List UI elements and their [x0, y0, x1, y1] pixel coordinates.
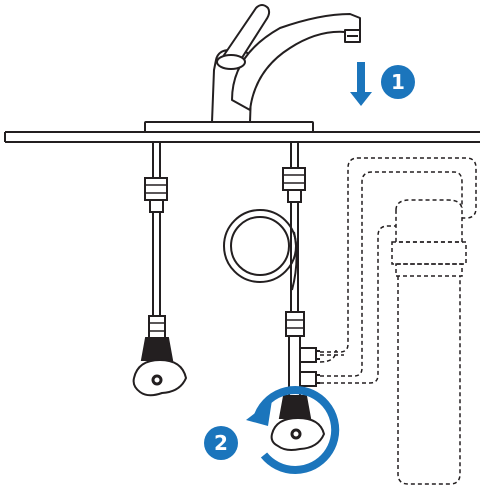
left-shutoff-valve-body: [140, 337, 174, 361]
arrow-down-icon: [350, 62, 372, 106]
faucet-lever: [221, 4, 271, 65]
right-valve-hole: [290, 428, 302, 440]
filter-canister: [391, 199, 467, 485]
left-valve-hole: [151, 374, 163, 386]
rotate-arrowhead: [246, 400, 272, 426]
filter-hoses: [319, 157, 477, 384]
right-shutoff-valve-body: [278, 395, 312, 419]
step-2-indicator: 2: [204, 386, 340, 474]
left-upper-nut: [144, 177, 168, 201]
step-1-badge: [381, 65, 415, 99]
step-1-indicator: 1: [350, 62, 415, 106]
faucet-base-plate: [144, 121, 314, 133]
right-lower-nut: [285, 311, 305, 337]
faucet: [144, 4, 361, 133]
faucet-lever-cap: [216, 54, 246, 70]
step-1-number: 1: [391, 70, 405, 94]
right-shutoff-valve: [270, 395, 326, 451]
left-supply-line: [132, 141, 188, 397]
rotate-counterclockwise-icon: [252, 386, 340, 474]
countertop: [4, 131, 480, 143]
supply-coil: [223, 209, 298, 291]
step-2-number: 2: [214, 431, 228, 455]
tee-fittings: [299, 347, 320, 387]
left-lower-nut: [148, 315, 166, 339]
right-upper-nut: [282, 167, 306, 191]
step-2-badge: [204, 426, 238, 460]
